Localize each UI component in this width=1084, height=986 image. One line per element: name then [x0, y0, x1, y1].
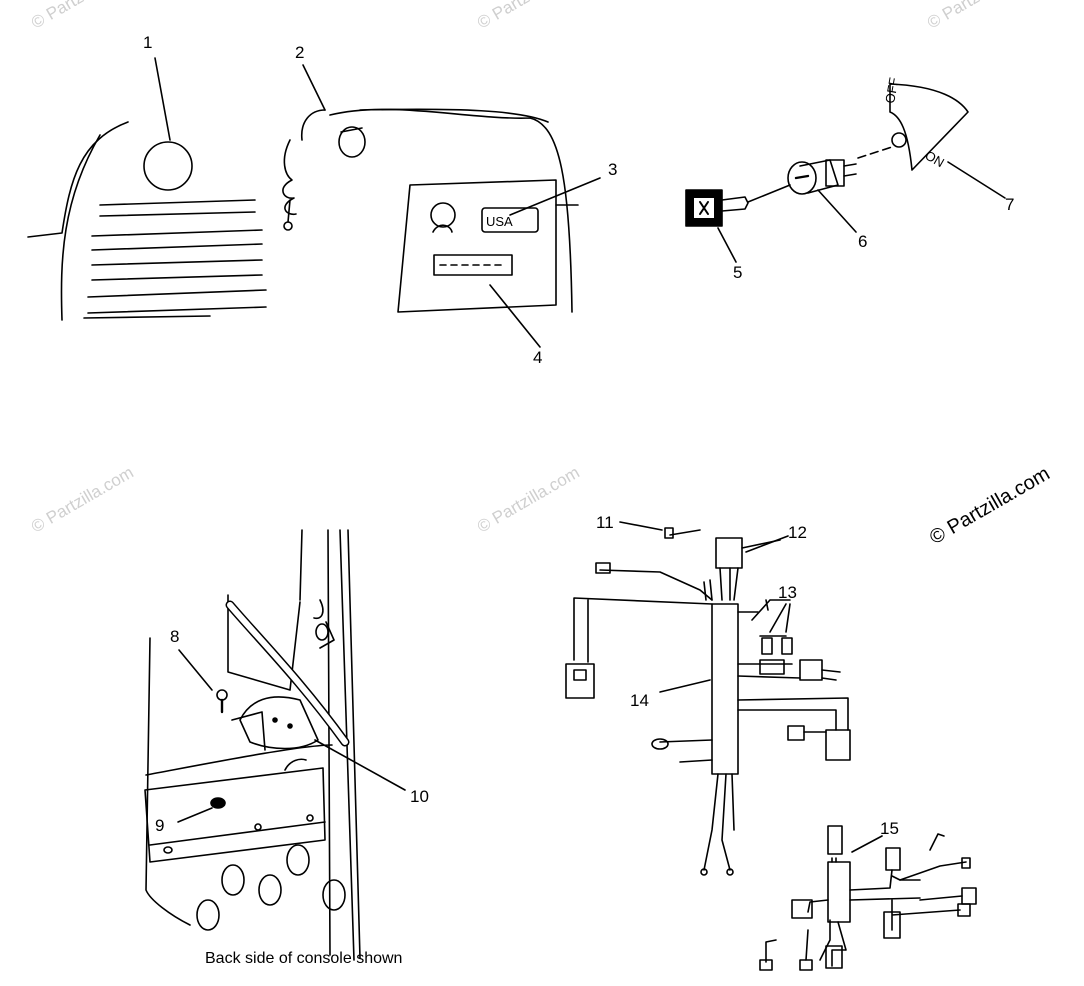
- callout-11: 11: [596, 513, 614, 532]
- hood-outline: [27, 121, 267, 321]
- nut: [210, 797, 226, 809]
- main-harness: [565, 527, 851, 876]
- hood-plug: [143, 141, 193, 191]
- console-harness: [225, 600, 350, 771]
- callout-15: 15: [880, 819, 899, 838]
- callout-2: 2: [295, 43, 305, 62]
- key: [685, 189, 749, 227]
- tether-cord: [282, 64, 366, 231]
- callout-5: 5: [733, 263, 743, 282]
- callout-7: 7: [1005, 195, 1015, 214]
- console-panel: [329, 108, 579, 313]
- callout-13: 13: [778, 583, 797, 602]
- callout-14: 14: [630, 691, 649, 710]
- sub-harness: [759, 825, 977, 971]
- panel-tag-text: USA: [486, 214, 513, 229]
- switch-plate-off: OFF: [882, 76, 901, 104]
- switch-plate-on: ON: [923, 148, 947, 171]
- callout-10: 10: [410, 787, 429, 806]
- callout-3: 3: [608, 160, 618, 179]
- console-back: [144, 529, 361, 961]
- screw: [216, 689, 228, 714]
- callout-8: 8: [170, 627, 180, 646]
- callout-6: 6: [858, 232, 868, 251]
- callout-1: 1: [143, 33, 153, 52]
- ignition-switch: [787, 159, 857, 195]
- callout-9: 9: [155, 816, 165, 835]
- callout-12: 12: [788, 523, 807, 542]
- callout-4: 4: [533, 348, 543, 367]
- caption: Back side of console shown: [205, 950, 403, 967]
- switch-plate: [889, 83, 969, 171]
